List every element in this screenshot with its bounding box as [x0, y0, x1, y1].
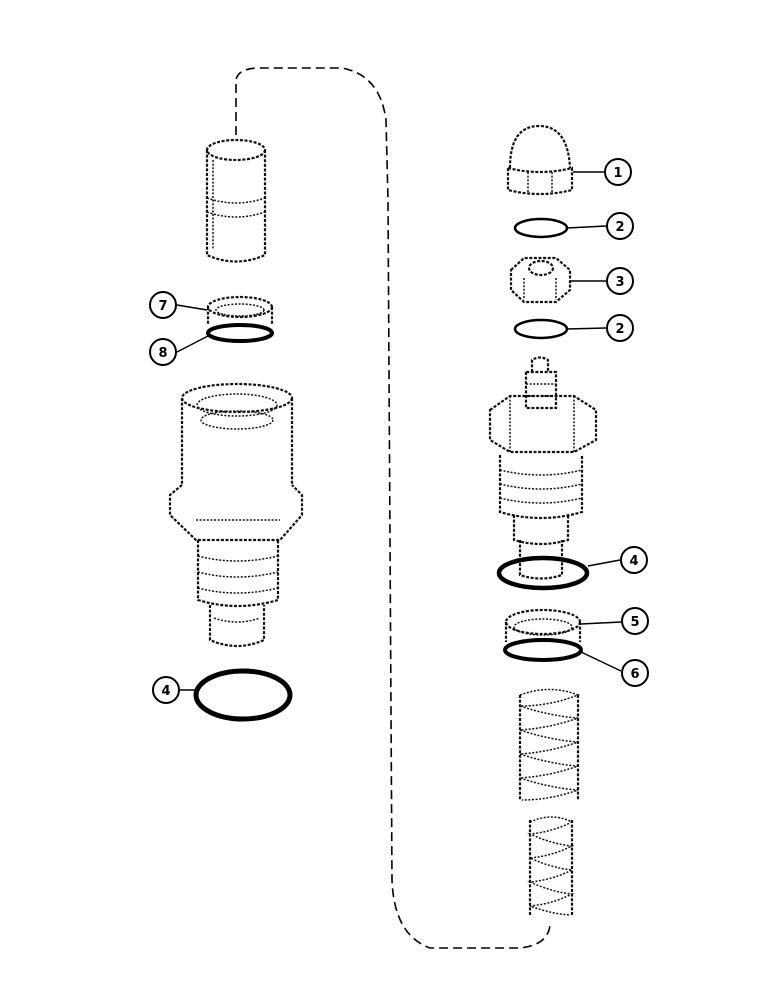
- callout-5: 5: [621, 607, 649, 635]
- gasket-lower: [513, 318, 569, 340]
- small-spring: [527, 816, 575, 916]
- svg-text:5: 5: [630, 615, 639, 630]
- assembly-path: [235, 67, 551, 949]
- back-up-ring-left: [206, 295, 274, 325]
- svg-text:4: 4: [629, 554, 638, 569]
- svg-text:7: 7: [158, 299, 167, 314]
- acorn-cap-nut: [506, 124, 574, 196]
- svg-text:8: 8: [158, 346, 167, 361]
- large-spring: [518, 688, 581, 801]
- callout-2-lower: 2: [606, 314, 634, 342]
- svg-text:2: 2: [615, 220, 624, 235]
- callout-4-left: 4: [152, 676, 180, 704]
- callout-3: 3: [606, 267, 634, 295]
- gasket-upper: [513, 217, 569, 239]
- callout-4-right: 4: [620, 546, 648, 574]
- callout-2-upper: 2: [606, 212, 634, 240]
- callout-8: 8: [149, 338, 177, 366]
- plug-cylinder: [205, 138, 267, 263]
- callout-7: 7: [149, 291, 177, 319]
- o-ring-left: [193, 668, 293, 722]
- svg-text:1: 1: [613, 166, 622, 181]
- seal-ring-left: [206, 323, 274, 343]
- callout-1: 1: [604, 158, 632, 186]
- back-up-ring-right: [504, 608, 582, 642]
- svg-text:3: 3: [615, 275, 624, 290]
- callout-6: 6: [621, 659, 649, 687]
- svg-text:6: 6: [630, 667, 639, 682]
- valve-body-left: [168, 382, 304, 648]
- svg-text:4: 4: [161, 684, 170, 699]
- valve-body-right: [488, 356, 598, 580]
- lock-nut: [509, 256, 572, 304]
- o-ring-right: [496, 555, 590, 591]
- seal-ring-right: [503, 638, 583, 662]
- svg-text:2: 2: [615, 322, 624, 337]
